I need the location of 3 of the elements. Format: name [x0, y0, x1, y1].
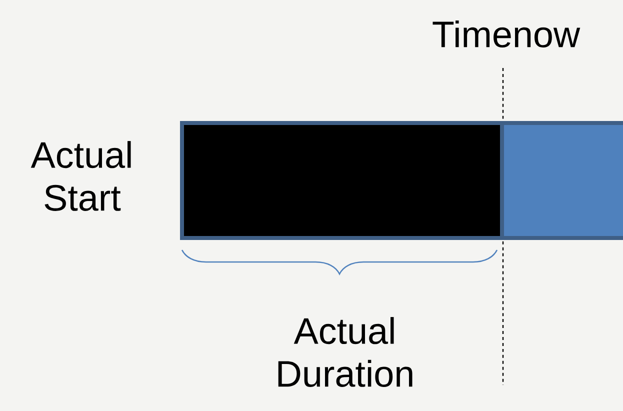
start-label: Actual Start [30, 141, 131, 211]
duration-label: Actual Duration [278, 317, 412, 387]
timenow-label: Timenow [432, 20, 580, 48]
